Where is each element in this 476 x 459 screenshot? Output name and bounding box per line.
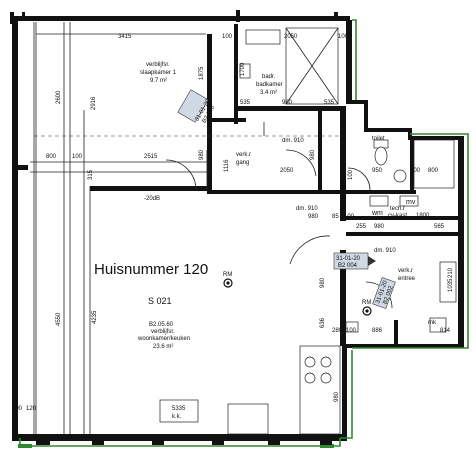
dim-980c: 980 [310, 149, 316, 160]
rm-label-1: RM [223, 272, 232, 278]
dim-255: 255 [356, 224, 367, 230]
toilet-fixture [373, 139, 455, 189]
bathroom-fixtures [239, 27, 339, 105]
bathroom-name1: badr. [262, 74, 276, 80]
dim-980b: 980 [199, 149, 205, 160]
tag2-line2: B2 004 [338, 263, 358, 269]
dim-886: 886 [372, 328, 383, 334]
dim-100c: 100 [72, 154, 83, 160]
dim-2600: 2600 [56, 90, 62, 104]
main-room-code: B2.05.60 [149, 322, 174, 328]
interior-walls [18, 24, 458, 346]
dim-1116: 1116 [224, 159, 230, 172]
house-number: Huisnummer 120 [94, 261, 208, 278]
dim-100e: 100 [348, 169, 354, 180]
dim-980g: 980 [334, 391, 340, 402]
dim-3415: 3415 [118, 34, 132, 40]
storage-dim: 5335 [172, 406, 186, 412]
bedroom-name2: slaapkamer 1 [140, 70, 177, 76]
storage-label: k.k. [172, 414, 182, 420]
dim-100g: 100 [346, 328, 357, 334]
tag-b2-004 [333, 252, 376, 270]
kitchen-fixtures [159, 345, 341, 435]
dim-85: 85 [332, 214, 339, 220]
dim-1700: 1700 [240, 62, 246, 76]
bedroom-name1: verblijfsr. [146, 62, 170, 68]
dim-2050a: 2050 [284, 34, 298, 40]
dim-4550: 4550 [56, 312, 62, 326]
tag-b2-002 [372, 277, 396, 309]
bedroom-area: 9.7 m² [150, 78, 167, 84]
door-swings [165, 122, 393, 309]
main-room-area: 23.6 m² [153, 344, 173, 350]
utility-boxes [345, 195, 457, 333]
bottom-columns [36, 438, 332, 445]
dim-315: 315 [88, 169, 94, 180]
entry-name2: entree [398, 276, 416, 282]
dim-4235: 4235 [92, 310, 98, 324]
hall-name2: gang [236, 160, 249, 166]
dim-565: 565 [434, 224, 445, 230]
hall-name1: verk.r [236, 152, 251, 158]
structure-lines [30, 22, 340, 434]
dm-label-1: dm. 910 [282, 138, 304, 144]
main-room-name2: woonkamer/keuken [137, 336, 190, 342]
dim-2515: 2515 [144, 154, 158, 160]
dim-100d: 100 [410, 168, 421, 174]
unit-code: S 021 [148, 296, 172, 306]
dim-980a: 980 [282, 100, 293, 106]
dm-label-2: dm. 910 [296, 206, 318, 212]
floor-level: -20dB [144, 196, 160, 202]
bathroom-name2: badkamer [256, 82, 283, 88]
dim-535b: 535 [324, 100, 335, 106]
tech-name1: tech.r [390, 206, 405, 212]
dim-280: 280 [332, 328, 343, 334]
dim-636: 636 [320, 317, 326, 328]
dim-1875: 1875 [199, 66, 205, 80]
balcony-outline [18, 19, 469, 448]
dim-120: 120 [26, 406, 37, 412]
dim-2916: 2916 [91, 96, 97, 110]
dim-800a: 800 [46, 154, 57, 160]
dim-980f: 980 [320, 277, 326, 288]
tech-name2: cv-kast [388, 213, 407, 219]
dim-814: 814 [440, 328, 451, 334]
dim-980d: 980 [308, 214, 319, 220]
dim-210: 210 [448, 267, 454, 278]
dim-100f: 100 [344, 214, 355, 220]
dim-980e: 980 [374, 224, 385, 230]
tech-dim: 1800 [416, 213, 430, 219]
dim-2050b: 2050 [280, 168, 294, 174]
rm-symbols [223, 278, 372, 316]
tag-b2-006 [177, 89, 209, 123]
outer-walls [12, 20, 464, 441]
top-facade [10, 10, 350, 24]
dim-800b: 800 [428, 168, 439, 174]
dim-100b: 100 [338, 34, 349, 40]
dim-190: 190 [12, 406, 23, 412]
entry-name1: verk.r [398, 268, 413, 274]
main-room-name1: verblijfsr. [151, 329, 175, 335]
rm-label-2: RM [362, 300, 371, 306]
mk-label: mk [428, 320, 437, 326]
bathroom-area: 3.4 m² [260, 90, 277, 96]
dim-100a: 100 [222, 34, 233, 40]
toilet-name: toilet [372, 136, 385, 142]
dim-950: 950 [372, 168, 383, 174]
dm-label-3: dm. 910 [374, 248, 396, 254]
mv-label: mv [406, 199, 416, 206]
dim-1035: 1035 [448, 278, 454, 292]
tag2-line1: 31-01-20 [336, 256, 361, 262]
dim-535a: 535 [240, 100, 251, 106]
wm-label: wm [371, 210, 383, 217]
